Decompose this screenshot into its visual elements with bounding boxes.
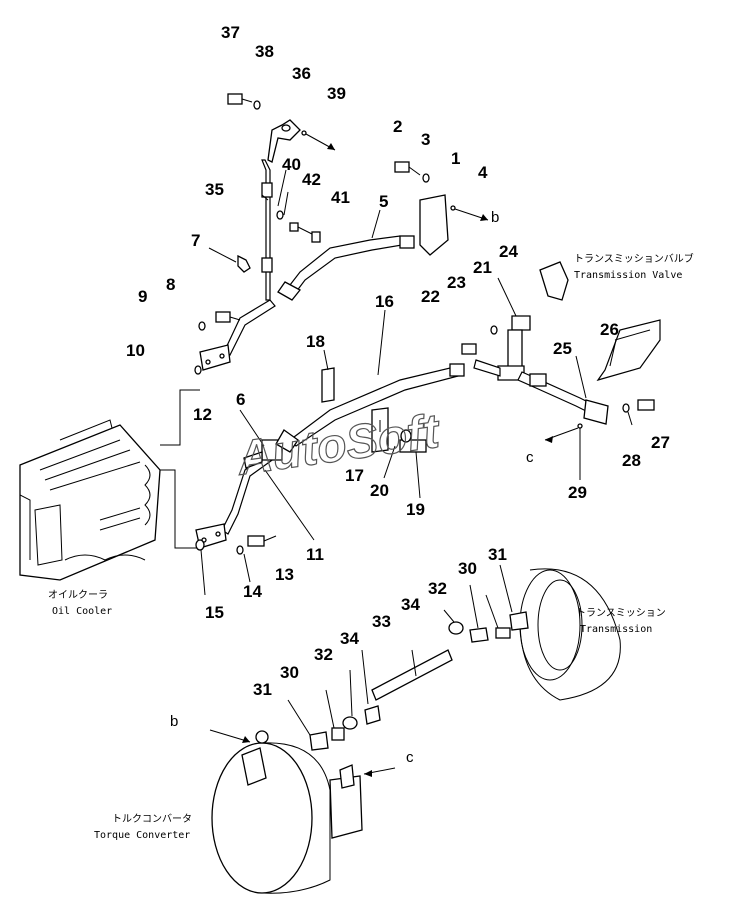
callout: 38 [255,42,274,61]
callout: 25 [553,339,572,358]
torque-converter-caption-en: Torque Converter [94,830,190,841]
ref-letter-b: b [170,713,178,730]
pipe-11-assembly [195,439,283,555]
reference-letters: b c b c [170,209,534,766]
callout: 35 [205,180,224,199]
callout: 34 [340,629,359,648]
callout-numbers: 1 2 3 4 5 6 7 8 9 10 11 12 13 14 15 16 1… [126,23,670,699]
callout: 31 [488,545,507,564]
callout: 39 [327,84,346,103]
callout: 15 [205,603,224,622]
callout: 7 [191,231,200,250]
callout: 9 [138,287,147,306]
ref-letter-c: c [406,749,414,766]
callout: 40 [282,155,301,174]
callout: 22 [421,287,440,306]
callout: 28 [622,451,641,470]
callout: 42 [302,170,321,189]
transmission-caption-en: Transmission [580,624,652,635]
oil-cooler-caption-jp: オイルクーラ [48,589,108,601]
transmission-drawing [371,568,621,701]
callout: 23 [447,273,466,292]
oil-cooler-caption-en: Oil Cooler [52,606,112,617]
callout: 36 [292,64,311,83]
callout: 11 [306,545,324,564]
callout: 14 [243,582,262,601]
trans-valve-caption-jp: トランスミッションバルブ [574,252,694,265]
torque-converter-caption-jp: トルクコンバータ [112,813,192,825]
callout: 17 [345,466,364,485]
callout: 34 [401,595,420,614]
callout: 29 [568,483,587,502]
callout: 32 [428,579,447,598]
callout: 26 [600,320,619,339]
callout: 12 [193,405,212,424]
callout: 8 [166,275,175,294]
hose-5-pipe-6 [194,235,415,375]
hose-16-assembly [275,363,465,453]
callout: 6 [236,390,245,409]
oil-cooler-drawing [19,389,200,581]
callout: 21 [473,258,492,277]
callout: 2 [393,117,402,136]
callout: 32 [314,645,333,664]
callout: 10 [126,341,145,360]
callout: 5 [379,192,388,211]
transmission-valve-pipes [394,161,661,443]
callout: 20 [370,481,389,500]
callout: 13 [275,565,294,584]
ref-letter-c: c [526,449,534,466]
callout: 30 [280,663,299,682]
callout: 31 [253,680,272,699]
callout: 37 [221,23,240,42]
callout: 41 [331,188,350,207]
callout: 24 [499,242,518,261]
ref-letter-b: b [491,209,499,226]
callout: 1 [451,149,460,168]
callout: 3 [421,130,430,149]
leader-lines [200,169,633,736]
transmission-caption-jp: トランスミッション [576,607,666,619]
torque-converter-drawing [209,705,396,894]
callout: 16 [375,292,394,311]
captions: オイルクーラ Oil Cooler トランスミッションバルブ Transmiss… [48,252,694,841]
callout: 19 [406,500,425,519]
callout: 33 [372,612,391,631]
callout: 4 [478,163,488,182]
callout: 27 [651,433,670,452]
callout: 30 [458,559,477,578]
hose-35-assembly [227,93,336,301]
callout: 18 [306,332,325,351]
trans-valve-caption-en: Transmission Valve [574,270,682,281]
